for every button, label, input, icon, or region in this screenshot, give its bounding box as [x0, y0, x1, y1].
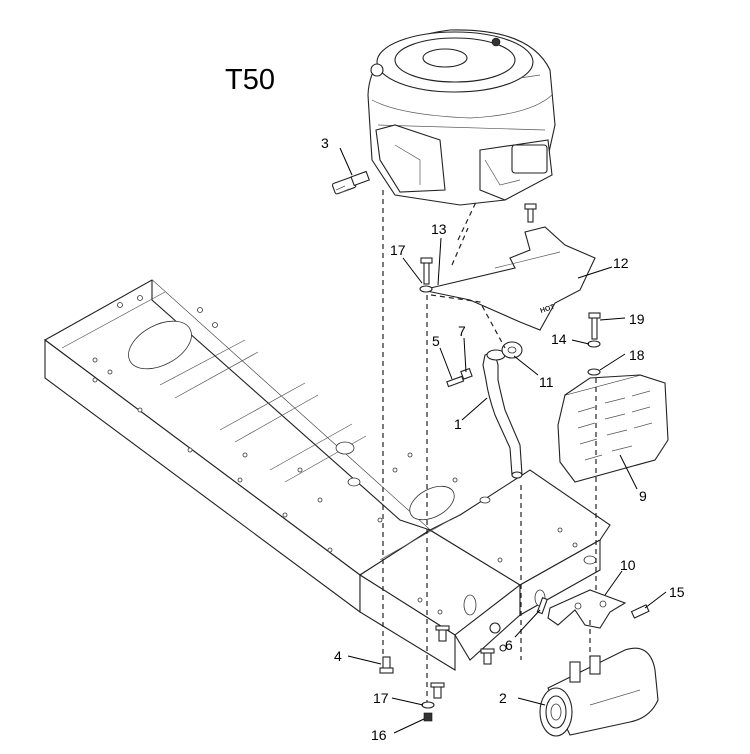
bolt-part-4 [379, 656, 394, 674]
callout-4: 4 [334, 648, 342, 664]
engine [367, 29, 556, 206]
muffler-shield-part-9 [557, 374, 669, 483]
loose-bolts [430, 622, 507, 699]
assembly-lines [382, 190, 597, 702]
bolt-shield-top [524, 203, 537, 223]
callout-6: 6 [505, 637, 513, 653]
callout-1: 1 [454, 416, 462, 432]
callout-5: 5 [432, 333, 440, 349]
washer-part-17-lower [421, 701, 435, 709]
washer-part-17-upper [419, 285, 433, 293]
bolt-part-6 [536, 597, 548, 615]
callout-10: 10 [620, 557, 636, 573]
bolt-part-5 [446, 375, 465, 388]
callout-11: 11 [539, 374, 554, 390]
callout-labels: 3 13 17 12 7 5 1 11 19 14 18 9 10 15 6 4… [321, 135, 685, 743]
callout-17-upper: 17 [390, 242, 406, 258]
bolt-part-19 [588, 312, 601, 340]
bolt-part-13 [420, 257, 433, 285]
frame-holes [92, 295, 578, 615]
bracket-part-10 [547, 589, 627, 629]
callout-2: 2 [499, 690, 507, 706]
tractor-frame [43, 279, 611, 671]
hot-label: HOT [539, 303, 556, 314]
callout-17-lower: 17 [373, 690, 389, 706]
callout-7: 7 [458, 323, 466, 339]
exhaust-pipe-part-1 [482, 349, 523, 479]
bolt-part-15 [630, 604, 650, 619]
washer-part-14 [587, 340, 601, 348]
heat-shield-part-12: HOT [421, 226, 596, 331]
washer-part-18 [587, 368, 601, 376]
muffler-part-2 [539, 647, 659, 737]
callout-14: 14 [551, 331, 567, 347]
leader-lines [339, 147, 667, 734]
callout-16: 16 [371, 727, 387, 743]
callout-19: 19 [629, 311, 645, 327]
callout-12: 12 [613, 255, 629, 271]
spark-plug-part-3 [331, 170, 370, 195]
callout-9: 9 [639, 488, 647, 504]
callout-3: 3 [321, 135, 329, 151]
callout-13: 13 [431, 221, 447, 237]
nut-part-7 [460, 367, 473, 380]
gasket-part-11 [501, 341, 523, 359]
callout-15: 15 [669, 584, 685, 600]
callout-18: 18 [629, 347, 645, 363]
diagram-title: T50 [225, 64, 275, 96]
nut-part-16 [423, 712, 433, 722]
